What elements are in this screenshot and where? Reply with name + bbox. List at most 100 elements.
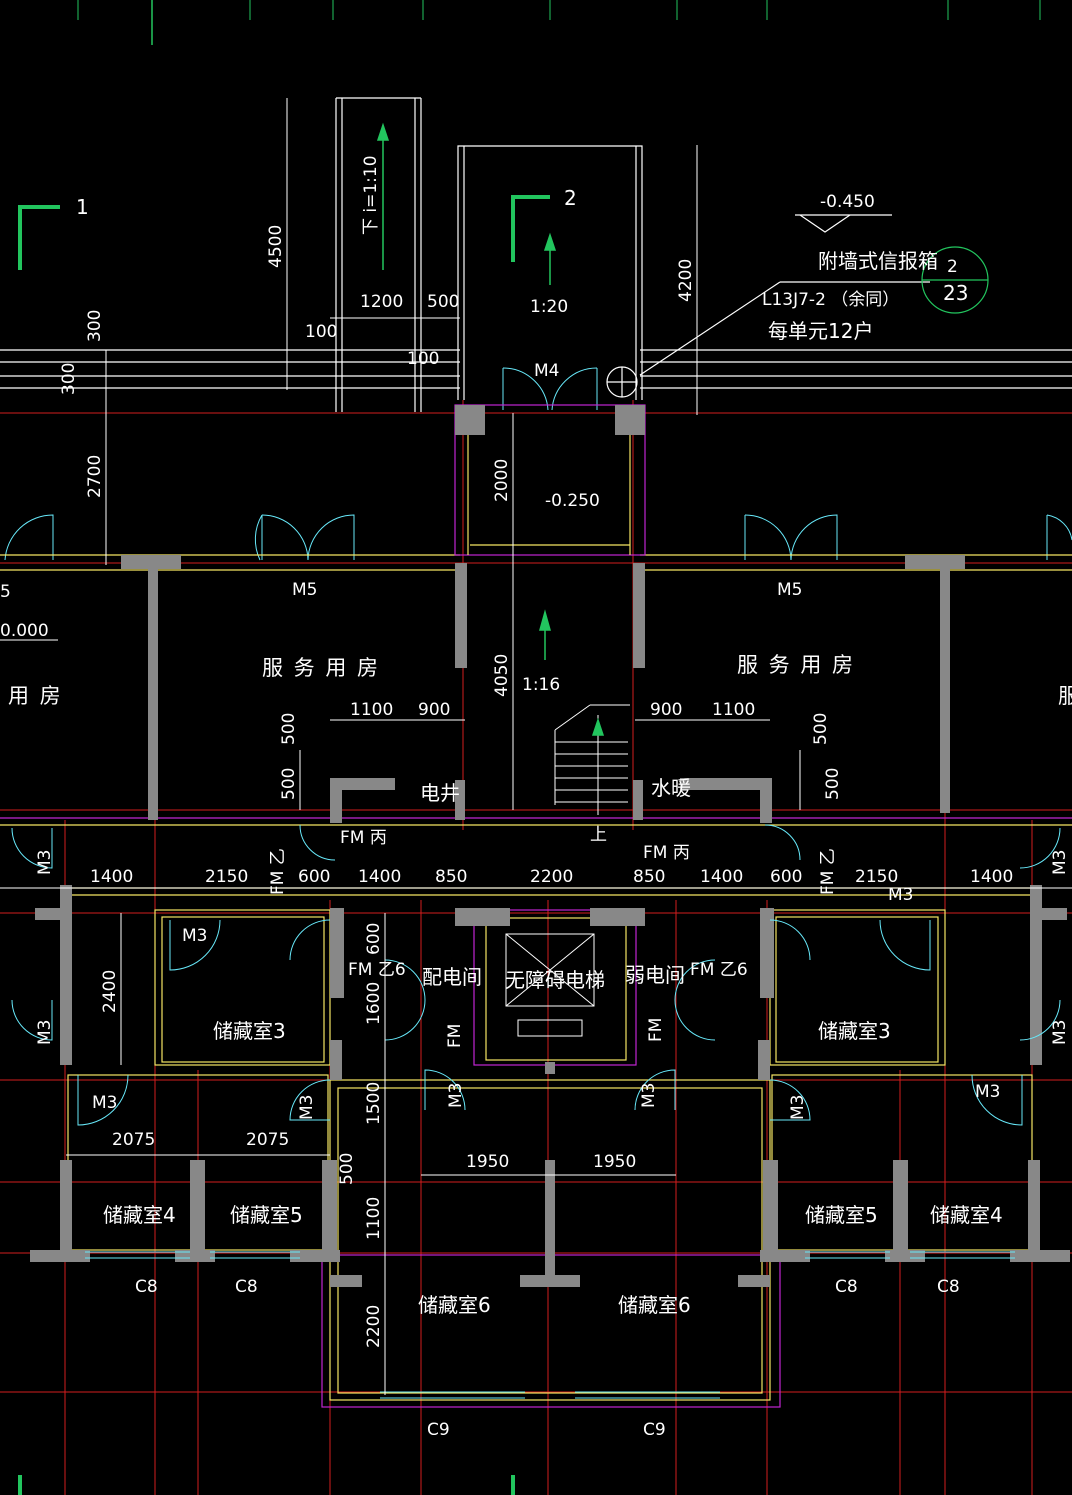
door-fm-bing-right: FM 丙: [643, 843, 690, 863]
dim-500-l1: 500: [279, 713, 299, 745]
mailbox-note-1: 附墙式信报箱: [818, 249, 938, 273]
dim-1950-a: 1950: [466, 1152, 509, 1172]
dim-850-b: 850: [633, 867, 665, 887]
dim-300-b: 300: [59, 363, 79, 395]
dim-2150-a: 2150: [205, 867, 248, 887]
room-storage-4-left: 储藏室4: [103, 1203, 176, 1227]
room-storage-5-right: 储藏室5: [805, 1203, 878, 1227]
stair-up-label: 上: [590, 825, 607, 845]
door-m3-g: M3: [1050, 850, 1070, 875]
dim-2200-v: 2200: [364, 1305, 384, 1348]
door-m4-label: M4: [534, 361, 559, 381]
dim-1950-b: 1950: [593, 1152, 636, 1172]
dim-600-b: 600: [770, 867, 802, 887]
room-storage-6-left: 储藏室6: [418, 1293, 491, 1317]
detail-ref-top: 2: [947, 257, 958, 277]
level-outside: -0.450: [820, 192, 875, 212]
door-m3-j: M3: [446, 1083, 466, 1108]
dim-4200: 4200: [676, 259, 696, 302]
dim-500-r1: 500: [811, 713, 831, 745]
door-fm-vert-right: FM: [646, 1018, 666, 1042]
dim-300-a: 300: [85, 310, 105, 342]
door-fm-yi-left: FM 乙: [268, 848, 288, 895]
dim-1400-b: 1400: [358, 867, 401, 887]
left-edge-label: 5: [0, 582, 11, 602]
dim-900-right: 900: [650, 700, 682, 720]
entrance-canopy: [0, 97, 1072, 412]
stair-landing-level: -0.250: [545, 491, 600, 511]
dim-1600: 1600: [364, 982, 384, 1025]
stair-run: [554, 704, 630, 815]
room-storage-5-left: 储藏室5: [230, 1203, 303, 1227]
door-m3-h: M3: [1050, 1020, 1070, 1045]
room-service-left: 服 务 用 房: [262, 656, 380, 680]
mailbox-note-2: L13J7-2 （余同）: [762, 290, 899, 310]
dim-500-top: 500: [427, 292, 459, 312]
door-m3-e: M3: [35, 850, 55, 875]
dim-2400: 2400: [100, 970, 120, 1013]
dim-500-v: 500: [337, 1153, 357, 1185]
window-c8-1: C8: [135, 1277, 158, 1297]
balcony-doors: [4, 514, 1072, 561]
detail-ref-bottom: 23: [943, 281, 968, 305]
dim-600-v: 600: [364, 923, 384, 955]
dim-4050: 4050: [492, 654, 512, 697]
mailbox-note-3: 每单元12户: [768, 319, 873, 343]
door-fm-yi6-left: FM 乙6: [348, 960, 406, 980]
room-storage-4-right: 储藏室4: [930, 1203, 1003, 1227]
door-m5-left: M5: [292, 580, 317, 600]
room-heat-shaft: 水暖: [651, 776, 691, 800]
slope-arrows: [376, 122, 605, 736]
door-fm-yi-right: FM 乙: [818, 848, 838, 895]
room-weak-current: 弱电间: [625, 963, 685, 987]
window-c8-2: C8: [235, 1277, 258, 1297]
room-storage-3-right: 储藏室3: [818, 1019, 891, 1043]
door-m3-f: M3: [35, 1020, 55, 1045]
dim-600-a: 600: [298, 867, 330, 887]
entrance-door-m4: [502, 367, 598, 411]
room-service-right: 服 务 用 房: [737, 653, 855, 677]
dim-900-left: 900: [418, 700, 450, 720]
door-m3-a: M3: [182, 926, 207, 946]
dim-1200: 1200: [360, 292, 403, 312]
dim-100-a: 100: [305, 322, 337, 342]
window-c8-4: C8: [937, 1277, 960, 1297]
dim-100-b: 100: [407, 349, 439, 369]
door-fm-vert-left: FM: [445, 1024, 465, 1048]
dim-1400-a: 1400: [90, 867, 133, 887]
door-fm-bing-left: FM 丙: [340, 828, 387, 848]
door-m3-k: M3: [639, 1083, 659, 1108]
dim-2700: 2700: [85, 455, 105, 498]
room-storage-3-left: 储藏室3: [213, 1019, 286, 1043]
door-m3-i: M3: [297, 1095, 317, 1120]
windows: [85, 1251, 1015, 1399]
dim-1100-left: 1100: [350, 700, 393, 720]
room-service-far-right: 服: [1058, 684, 1072, 708]
elevator-car: [505, 933, 595, 1037]
door-m3-c: M3: [92, 1093, 117, 1113]
dim-4500: 4500: [266, 225, 286, 268]
section-1-label: 1: [76, 195, 89, 219]
door-fm-yi6-right: FM 乙6: [690, 960, 748, 980]
dim-1500: 1500: [364, 1082, 384, 1125]
dim-1100-right: 1100: [712, 700, 755, 720]
door-m3-b: M3: [888, 885, 913, 905]
dim-1400-c: 1400: [700, 867, 743, 887]
wall-fills: [30, 405, 1070, 1287]
door-m5-right: M5: [777, 580, 802, 600]
dim-2150-b: 2150: [855, 867, 898, 887]
dim-2200: 2200: [530, 867, 573, 887]
ramp-slope-label: 下 i=1:10: [361, 155, 381, 235]
dim-850-a: 850: [435, 867, 467, 887]
section-marks: [18, 0, 550, 1495]
dim-2075-a: 2075: [112, 1130, 155, 1150]
window-c8-3: C8: [835, 1277, 858, 1297]
section-2-label: 2: [564, 186, 577, 210]
window-c9-1: C9: [427, 1420, 450, 1440]
dim-1400-d: 1400: [970, 867, 1013, 887]
window-c9-2: C9: [643, 1420, 666, 1440]
dim-1100-v: 1100: [364, 1197, 384, 1240]
dim-500-r2: 500: [823, 768, 843, 800]
dimension-lines: [0, 98, 1072, 1395]
